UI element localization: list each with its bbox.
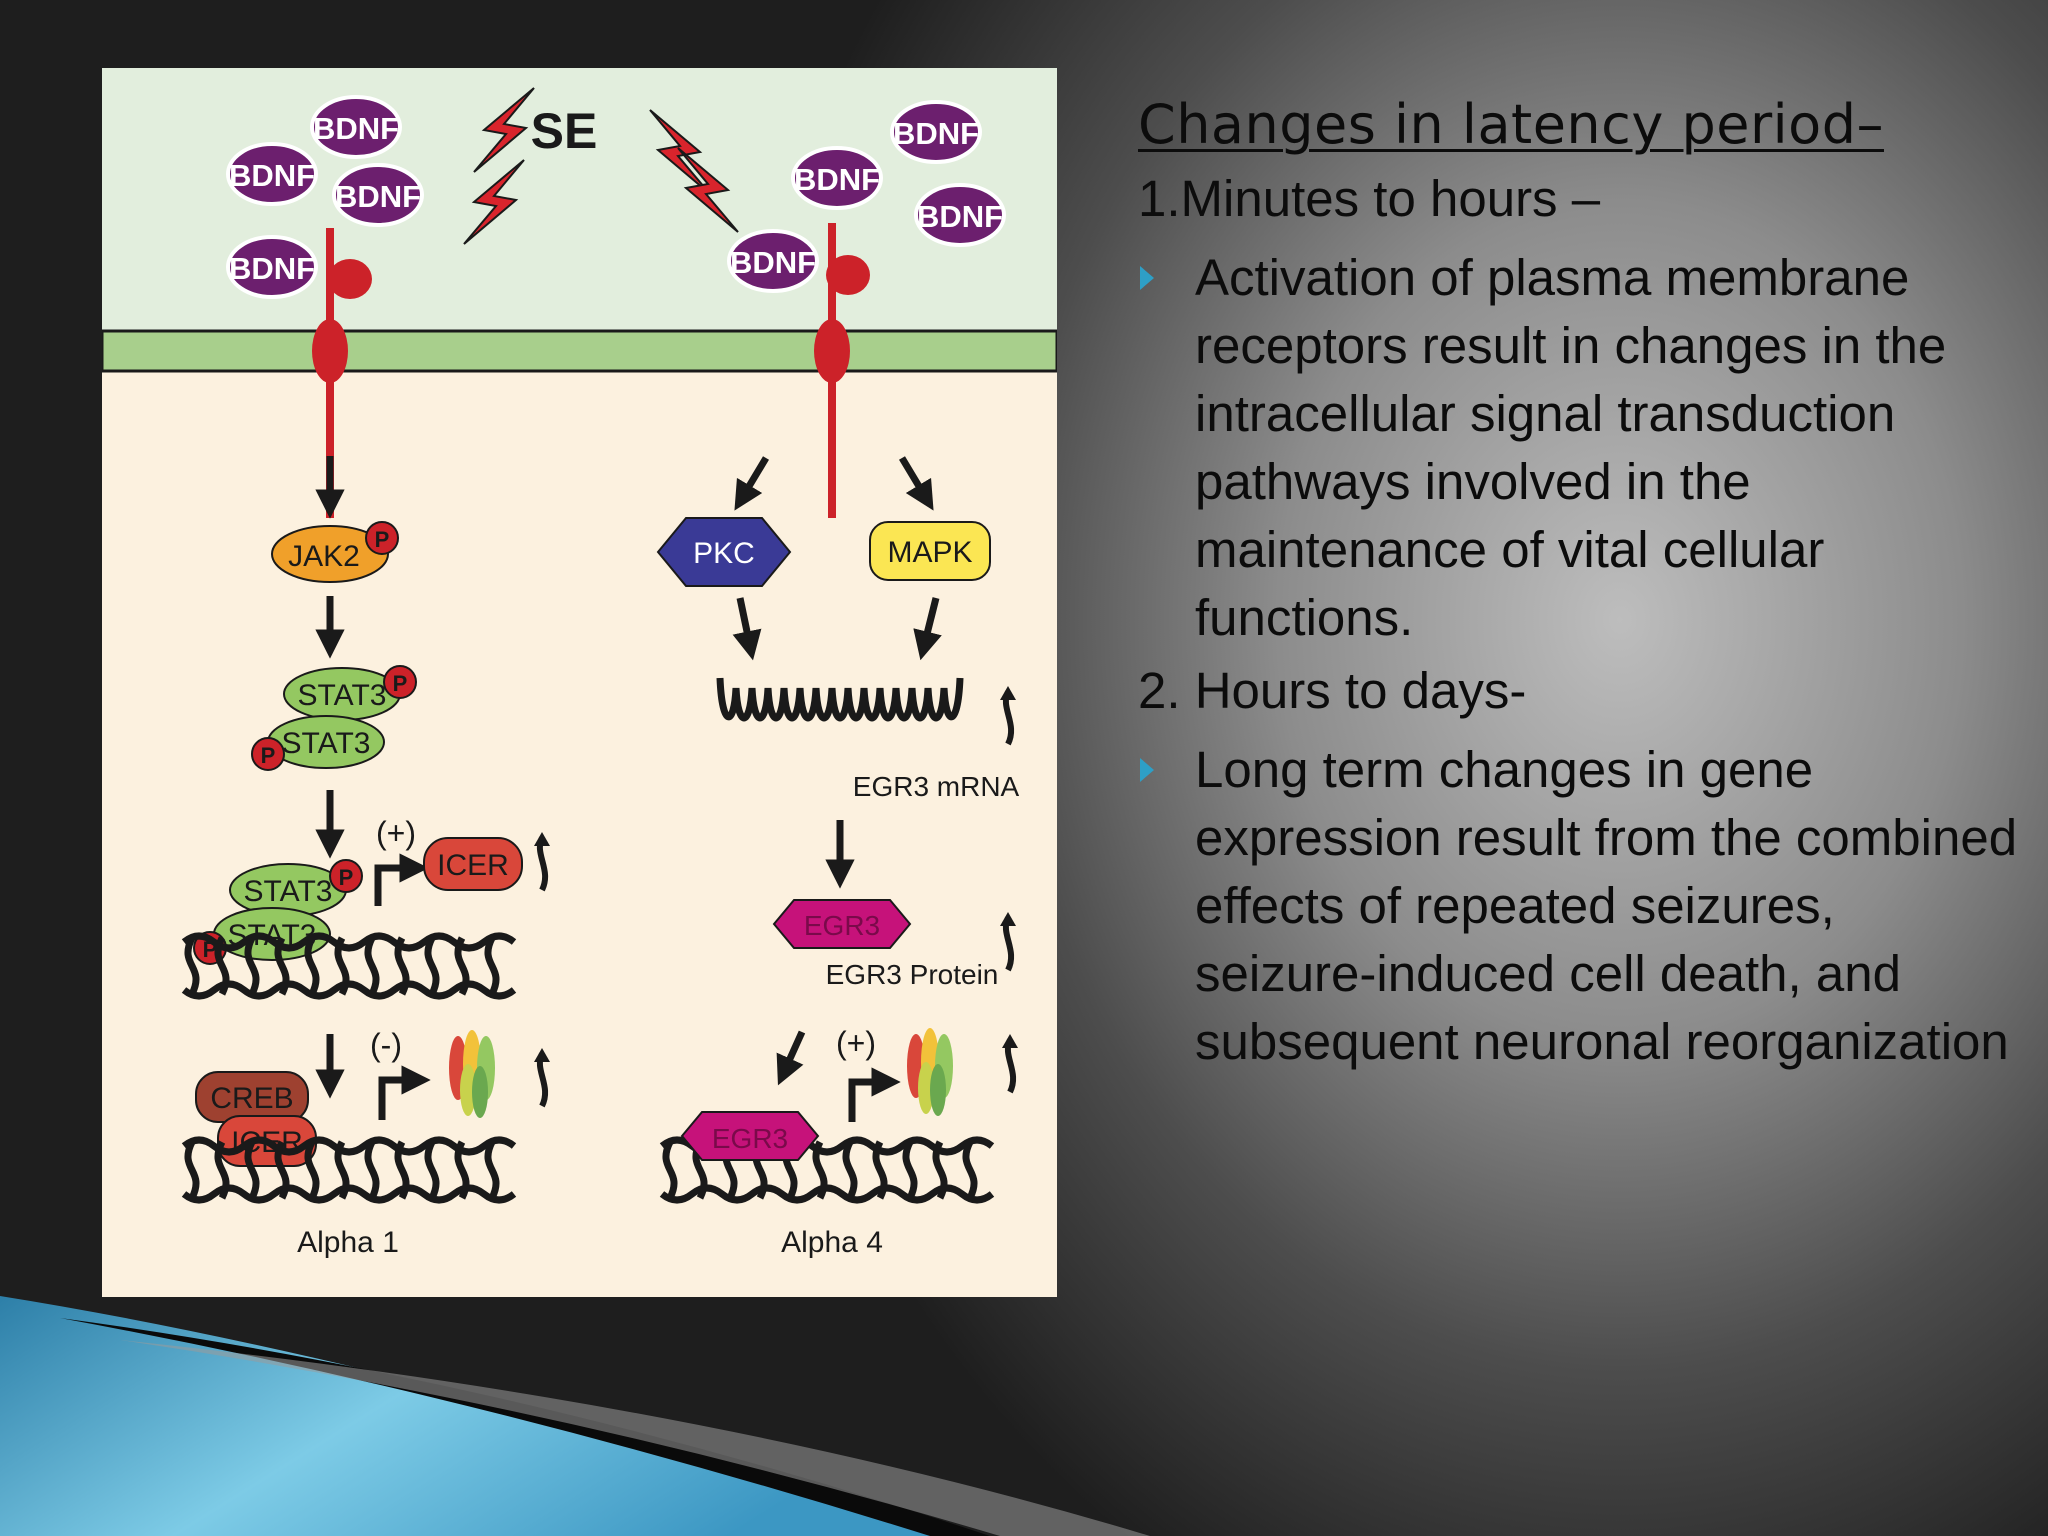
svg-text:STAT3: STAT3 [244,875,333,908]
transcription-start-arrow [848,1067,901,1122]
svg-text:BDNF: BDNF [229,251,315,286]
slide-title: Changes in latency period– [1138,93,1884,156]
up-arrow-icon [534,832,550,890]
svg-text:EGR3: EGR3 [712,1123,788,1154]
svg-text:CREB: CREB [210,1082,293,1115]
arrow [913,597,942,661]
mapk-kinase: MAPK [869,521,991,581]
svg-text:BDNF: BDNF [229,158,315,193]
svg-text:PKC: PKC [693,537,755,570]
svg-text:P: P [375,527,390,552]
svg-text:JAK2: JAK2 [288,540,360,573]
svg-text:STAT3: STAT3 [298,679,387,712]
gaba-receptor-channel [907,1028,953,1116]
inhibition-sign: (-) [370,1027,402,1063]
up-arrow-icon [1000,686,1016,744]
svg-text:P: P [393,671,408,696]
bullet-text: Long term changes in gene expression res… [1195,741,2018,1070]
bdnf-ligand: BDNF [310,95,402,159]
se-label: SE [531,103,598,159]
bullet-arrow-icon [1140,758,1154,782]
dna-helix [184,936,514,996]
up-down-arrow-icon [534,1048,550,1106]
jak2-kinase: JAK2 P [271,521,399,583]
arrow [898,456,934,511]
stat3-dimer: STAT3 P STAT3 P [251,665,417,771]
svg-text:BDNF: BDNF [730,245,816,280]
arrow [734,456,770,511]
bdnf-ligand: BDNF [226,235,318,299]
svg-text:STAT3: STAT3 [282,727,371,760]
activation-sign: (+) [376,815,416,851]
svg-text:EGR3: EGR3 [804,910,880,941]
dna-helix [184,1140,514,1200]
section-heading-minutes: 1.Minutes to hours – [1138,170,1601,227]
section-heading-hours: 2. Hours to days- [1138,662,1527,719]
egr3-protein: EGR3 [772,899,912,949]
egr3-mrna-strand [716,677,964,722]
egr3-protein-label: EGR3 Protein [826,959,999,990]
bdnf-ligand: BDNF [791,146,883,210]
bdnf-ligand: BDNF [890,100,982,164]
bullet-arrow-icon [1140,266,1154,290]
slide-text-panel: Changes in latency period– 1.Minutes to … [1138,88,2018,1084]
icer-gene-product: ICER [423,837,523,891]
up-arrow-icon [1002,1034,1018,1092]
transcription-start-arrow [378,1065,431,1120]
svg-text:BDNF: BDNF [335,179,421,214]
trkb-receptor-left [312,228,372,518]
arrow [776,1030,806,1086]
svg-text:P: P [339,865,354,890]
signaling-pathway-figure: SE BDNF BDNF BDNF BDNF BDNF BDNF BDNF BD… [102,68,1057,1297]
svg-text:BDNF: BDNF [917,199,1003,234]
pathway-diagram-svg: SE BDNF BDNF BDNF BDNF BDNF BDNF BDNF BD… [102,68,1057,1259]
svg-text:BDNF: BDNF [313,111,399,146]
bdnf-ligand: BDNF [727,229,819,293]
egr3-mrna-label: EGR3 mRNA [853,771,1020,802]
trkb-receptor-right [814,223,870,518]
creb-protein: CREB [195,1071,309,1123]
alpha4-label: Alpha 4 [781,1226,883,1259]
activation-sign: (+) [836,1025,876,1061]
bdnf-ligand: BDNF [914,183,1006,247]
up-arrow-icon [1000,912,1016,970]
bullet-text: Activation of plasma membrane receptors … [1195,249,1947,646]
gaba-receptor-channel [449,1030,495,1118]
transcription-start-arrow [374,853,429,906]
cell-membrane [102,329,1057,373]
egr3-bound-protein: EGR3 [680,1111,820,1161]
alpha1-label: Alpha 1 [297,1226,399,1259]
bdnf-ligand: BDNF [332,163,424,227]
svg-text:MAPK: MAPK [887,536,972,569]
bullet-gene-expression: Long term changes in gene expression res… [1138,736,2018,1076]
pkc-kinase: PKC [656,517,792,587]
svg-text:BDNF: BDNF [893,116,979,151]
svg-text:ICER: ICER [437,849,509,882]
bullet-receptor-activation: Activation of plasma membrane receptors … [1138,244,2018,652]
svg-text:P: P [261,743,276,768]
bdnf-ligand: BDNF [226,142,318,206]
svg-text:BDNF: BDNF [794,162,880,197]
arrow [732,597,762,661]
